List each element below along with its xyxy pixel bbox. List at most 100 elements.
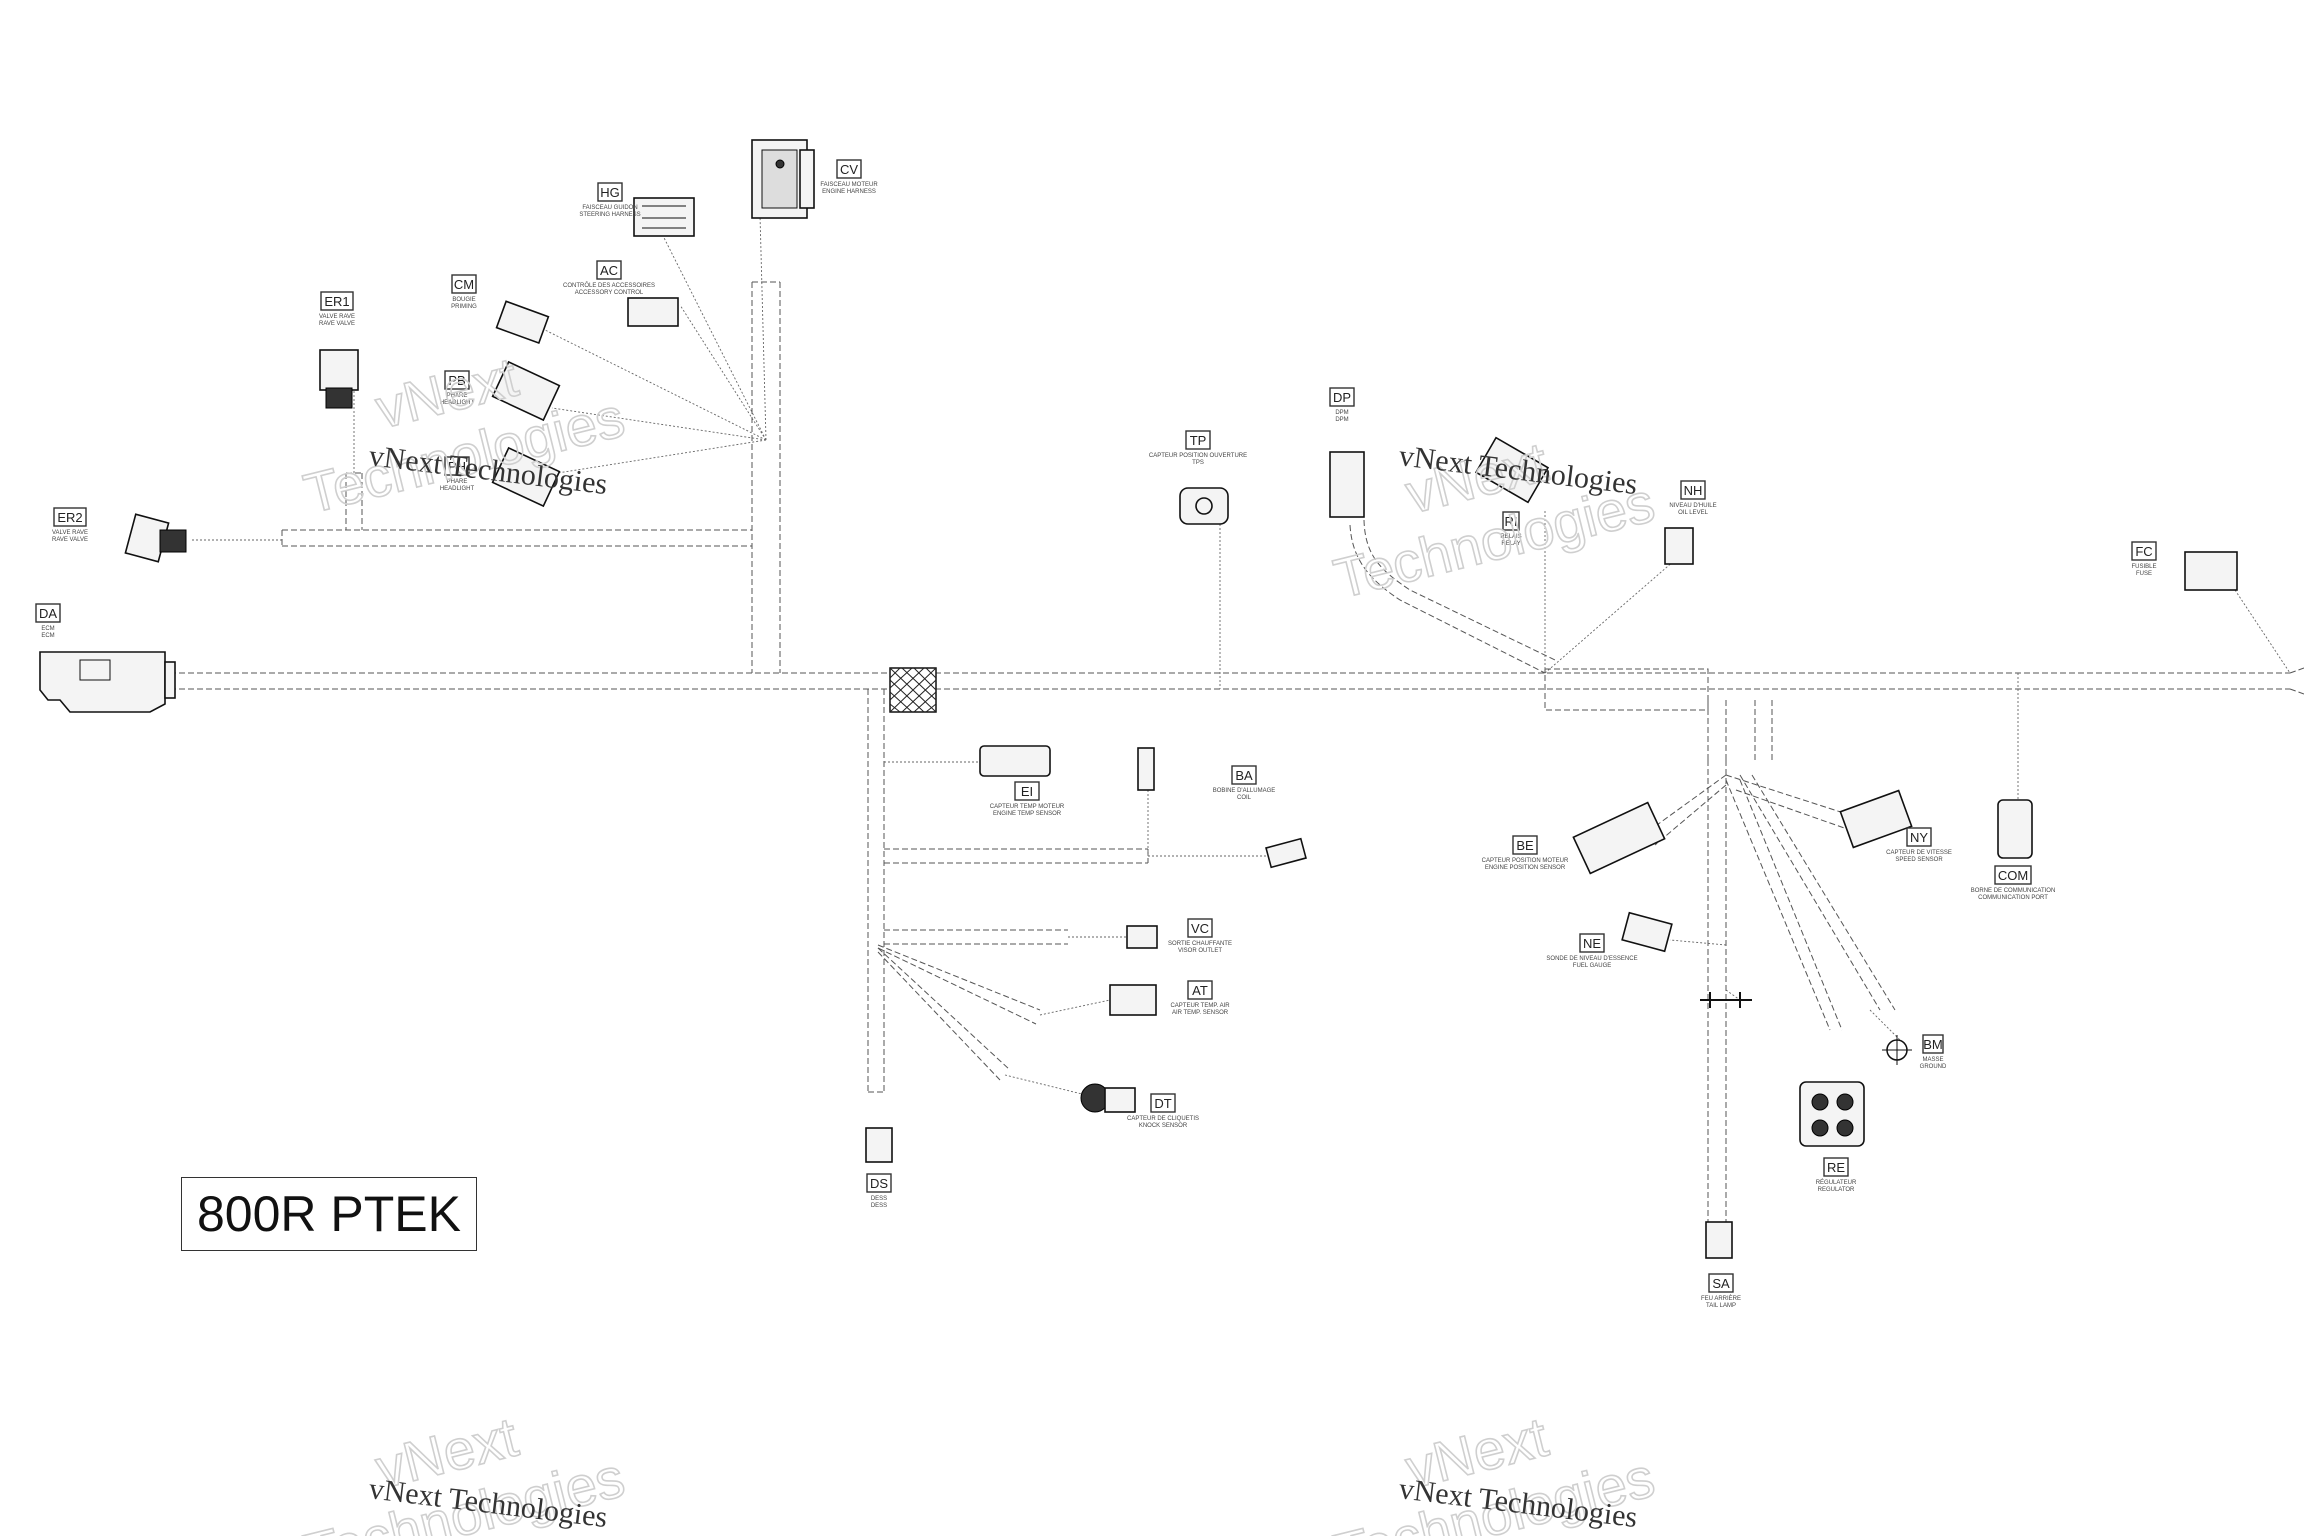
label-BM-fr: MASSE xyxy=(1922,1057,1943,1063)
label-ER1-fr: VALVE RAVE xyxy=(319,314,355,320)
label-EI: EI CAPTEUR TEMP MOTEUR ENGINE TEMP SENSO… xyxy=(990,781,1065,817)
label-VC-en: VISOR OUTLET xyxy=(1178,948,1222,954)
label-PH-fr: PHARE xyxy=(447,479,468,485)
label-RE-en: REGULATOR xyxy=(1818,1187,1855,1193)
label-DS-en: DESS xyxy=(871,1203,887,1209)
label-SA: SA FEU ARRIÈRE TAIL LAMP xyxy=(1701,1273,1741,1309)
label-DP-code: DP xyxy=(1333,390,1351,405)
label-VC: VC SORTIE CHAUFFANTE VISOR OUTLET xyxy=(1168,918,1232,954)
connector-NH-body xyxy=(1664,527,1694,565)
label-AC-fr: CONTRÔLE DES ACCESSOIRES xyxy=(563,282,655,289)
model-title: 800R PTEK xyxy=(181,1177,477,1251)
label-DP-fr: DPM xyxy=(1335,410,1348,416)
label-COM-en: COMMUNICATION PORT xyxy=(1978,895,2048,901)
connector-RE-body xyxy=(1799,1081,1865,1147)
connector-AC-body xyxy=(627,297,679,327)
label-PB-fr: PHARE xyxy=(447,393,468,399)
connector-BE-body xyxy=(1572,801,1666,875)
label-ER1-code: ER1 xyxy=(324,294,349,309)
label-PH-code: PH xyxy=(448,459,466,474)
label-EI-en: ENGINE TEMP SENSOR xyxy=(993,811,1062,817)
label-TP-fr: CAPTEUR POSITION OUVERTURE xyxy=(1149,453,1247,459)
label-SA-fr: FEU ARRIÈRE xyxy=(1701,1295,1741,1302)
label-COM: COM BORNE DE COMMUNICATION COMMUNICATION… xyxy=(1971,865,2055,901)
label-DA-en: ECM xyxy=(41,633,54,639)
label-DP: DP DPM DPM xyxy=(1329,387,1355,423)
connector-RI-body xyxy=(1474,436,1550,504)
label-COM-code: COM xyxy=(1998,868,2028,883)
label-BM-en: GROUND xyxy=(1920,1064,1947,1070)
connector-CM-body xyxy=(495,300,550,345)
label-DA-code: DA xyxy=(39,606,57,621)
label-VC-fr: SORTIE CHAUFFANTE xyxy=(1168,941,1232,947)
label-CV-en: ENGINE HARNESS xyxy=(822,189,876,195)
label-BM-code: BM xyxy=(1923,1037,1943,1052)
label-SA-code: SA xyxy=(1712,1276,1730,1291)
connector-DP-body xyxy=(1329,451,1365,518)
label-HG-code: HG xyxy=(600,185,620,200)
label-BA-fr: BOBINE D'ALLUMAGE xyxy=(1213,788,1276,794)
connector-TP-body xyxy=(1179,487,1229,525)
label-NY: NY CAPTEUR DE VITESSE SPEED SENSOR xyxy=(1886,827,1952,863)
label-CM-fr: BOUGIE xyxy=(452,297,475,303)
label-NE-fr: SONDE DE NIVEAU D'ESSENCE xyxy=(1546,956,1637,962)
label-TP-en: TPS xyxy=(1192,460,1204,466)
connector-BA-body xyxy=(1137,747,1155,791)
label-EI-code: EI xyxy=(1021,784,1033,799)
connector-ER1-body xyxy=(319,349,359,409)
label-HG: HG FAISCEAU GUIDON STEERING HARNESS xyxy=(579,182,641,218)
connector-DT-body xyxy=(1080,1083,1136,1113)
label-RE: RE RÉGULATEUR REGULATOR xyxy=(1816,1157,1857,1193)
label-TP: TP CAPTEUR POSITION OUVERTURE TPS xyxy=(1149,430,1247,466)
label-AT-code: AT xyxy=(1192,983,1208,998)
connector-SA-body xyxy=(1705,1221,1733,1259)
watermarks: vNext Technologies vNext Technologies vN… xyxy=(297,344,1661,1536)
label-NE-en: FUEL GAUGE xyxy=(1573,963,1611,969)
label-AT-en: AIR TEMP. SENSOR xyxy=(1172,1010,1229,1016)
label-DT-en: KNOCK SENSOR xyxy=(1139,1123,1188,1129)
label-DP-en: DPM xyxy=(1335,417,1348,423)
label-CM: CM BOUGIE PRIMING xyxy=(451,274,477,310)
label-NE: NE SONDE DE NIVEAU D'ESSENCE FUEL GAUGE xyxy=(1546,933,1638,969)
label-PH: PH PHARE HEADLIGHT xyxy=(440,456,475,492)
connector-NY-body xyxy=(1839,789,1913,849)
label-AT: AT CAPTEUR TEMP. AIR AIR TEMP. SENSOR xyxy=(1170,980,1230,1016)
label-DA-fr: ECM xyxy=(41,626,54,632)
connector-PB-body xyxy=(491,360,561,422)
label-ER2: ER2 VALVE RAVE RAVE VALVE xyxy=(52,507,88,543)
connector-bodies xyxy=(39,139,2238,1259)
label-DT-fr: CAPTEUR DE CLIQUETIS xyxy=(1127,1116,1199,1122)
label-AC-en: ACCESSORY CONTROL xyxy=(575,290,644,296)
label-RI-fr: RELAIS xyxy=(1500,534,1521,540)
label-CM-en: PRIMING xyxy=(451,304,477,310)
label-ER2-fr: VALVE RAVE xyxy=(52,530,88,536)
label-DT-code: DT xyxy=(1154,1096,1171,1111)
label-CM-code: CM xyxy=(454,277,474,292)
label-ER1-en: RAVE VALVE xyxy=(319,321,355,327)
connector-CV-body xyxy=(751,139,815,219)
label-BE-code: BE xyxy=(1516,838,1534,853)
label-VC-code: VC xyxy=(1191,921,1209,936)
label-FC-en: FUSE xyxy=(2136,571,2152,577)
label-DS-code: DS xyxy=(870,1176,888,1191)
connector-DS-body xyxy=(865,1127,893,1163)
label-PB-code: PB xyxy=(448,373,465,388)
connector-PH-body xyxy=(491,446,561,508)
label-DS: DS DESS DESS xyxy=(866,1173,892,1209)
connector-DA-body xyxy=(39,651,166,713)
label-RI-en: RELAY xyxy=(1501,541,1520,547)
connector-COM-body xyxy=(1997,799,2033,859)
label-FC-code: FC xyxy=(2135,544,2152,559)
connector-AT-body xyxy=(1109,984,1157,1016)
label-NH-en: OIL LEVEL xyxy=(1678,510,1708,516)
label-AC: AC CONTRÔLE DES ACCESSOIRES ACCESSORY CO… xyxy=(563,260,655,296)
label-NY-fr: CAPTEUR DE VITESSE xyxy=(1886,850,1952,856)
label-FC: FC FUSIBLE FUSE xyxy=(2131,541,2157,577)
label-DS-fr: DESS xyxy=(871,1196,887,1202)
label-BE-fr: CAPTEUR POSITION MOTEUR xyxy=(1482,858,1569,864)
label-HG-en: STEERING HARNESS xyxy=(579,212,640,218)
label-AT-fr: CAPTEUR TEMP. AIR xyxy=(1170,1003,1230,1009)
label-BA-en: COIL xyxy=(1237,795,1252,801)
label-EI-fr: CAPTEUR TEMP MOTEUR xyxy=(990,804,1065,810)
label-RI-code: RI xyxy=(1505,514,1518,529)
